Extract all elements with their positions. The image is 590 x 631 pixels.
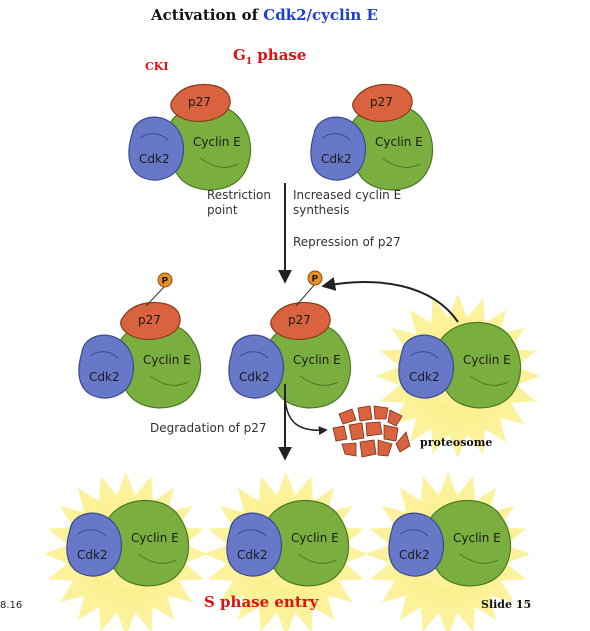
figure-number: 8.16 <box>0 600 22 611</box>
cdk2-shape <box>388 512 445 577</box>
complex-row2-middle: Cyclin E Cdk2 p27 P <box>228 270 352 409</box>
p27-shape <box>120 301 181 340</box>
slide-title: Activation of Cdk2/cyclin E <box>150 6 378 24</box>
cyclin-e-label: Cyclin E <box>453 531 501 545</box>
cdk2-shape <box>228 334 285 399</box>
complex-row2-right-active: Cyclin E Cdk2 <box>376 294 540 458</box>
increased-cyclin-label: Increased cyclin E <box>293 188 401 202</box>
repression-label: Repression of p27 <box>293 235 401 249</box>
cyclin-e-label: Cyclin E <box>463 353 511 367</box>
cyclin-e-label: Cyclin E <box>375 135 423 149</box>
restriction-point-label-2: point <box>207 203 238 217</box>
slide-number: Slide 15 <box>481 598 531 611</box>
degradation-label: Degradation of p27 <box>150 421 267 435</box>
p27-label: p27 <box>188 95 211 109</box>
cdk2-label: Cdk2 <box>77 548 108 562</box>
cyclin-e-label: Cyclin E <box>291 531 339 545</box>
curved-arrow <box>321 277 459 323</box>
cyclin-e-label: Cyclin E <box>143 353 191 367</box>
p27-shape <box>270 301 331 340</box>
cdk2-shape <box>310 116 367 181</box>
cdk2-label: Cdk2 <box>409 370 440 384</box>
cki-label: CKI <box>145 60 168 73</box>
increased-cyclin-label-2: synthesis <box>293 203 350 217</box>
complex-s-right: Cyclin E Cdk2 <box>366 472 530 631</box>
p27-label: p27 <box>288 313 311 327</box>
proteosome-label: proteosome <box>420 436 492 449</box>
complex-g1-right: Cyclin E Cdk2 p27 <box>310 83 434 191</box>
cdk2-shape <box>128 116 185 181</box>
cdk2-shape <box>66 512 123 577</box>
phosphate-label: P <box>312 275 319 285</box>
complex-s-middle: Cyclin E Cdk2 <box>204 472 368 631</box>
cdk2-shape <box>78 334 135 399</box>
cdk2-label: Cdk2 <box>399 548 430 562</box>
p27-label: p27 <box>370 95 393 109</box>
complex-g1-left: Cyclin E Cdk2 p27 <box>128 83 252 191</box>
cdk2-label: Cdk2 <box>239 370 270 384</box>
cyclin-e-label: Cyclin E <box>293 353 341 367</box>
p27-shape <box>170 83 231 122</box>
phosphate-icon <box>157 272 173 288</box>
s-phase-entry-label: S phase entry <box>204 593 320 611</box>
p27-label: p27 <box>138 313 161 327</box>
cyclin-e-label: Cyclin E <box>193 135 241 149</box>
cdk2-label: Cdk2 <box>89 370 120 384</box>
complex-s-left: Cyclin E Cdk2 <box>44 472 208 631</box>
degradation-arrow <box>284 395 328 436</box>
proteosome-fragments <box>332 405 411 458</box>
complex-row2-left: Cyclin E Cdk2 p27 P <box>78 272 202 409</box>
cdk2-shape <box>226 512 283 577</box>
title-highlight: Cdk2/cyclin E <box>263 6 378 24</box>
p27-shape <box>352 83 413 122</box>
phosphate-label: P <box>162 277 169 287</box>
cdk2-label: Cdk2 <box>237 548 268 562</box>
g1-phase-label: G1 phase <box>233 46 306 67</box>
cdk2-label: Cdk2 <box>321 152 352 166</box>
cdk2-shape <box>398 334 455 399</box>
cyclin-e-label: Cyclin E <box>131 531 179 545</box>
restriction-point-label: Restriction <box>207 188 271 202</box>
cdk2-label: Cdk2 <box>139 152 170 166</box>
